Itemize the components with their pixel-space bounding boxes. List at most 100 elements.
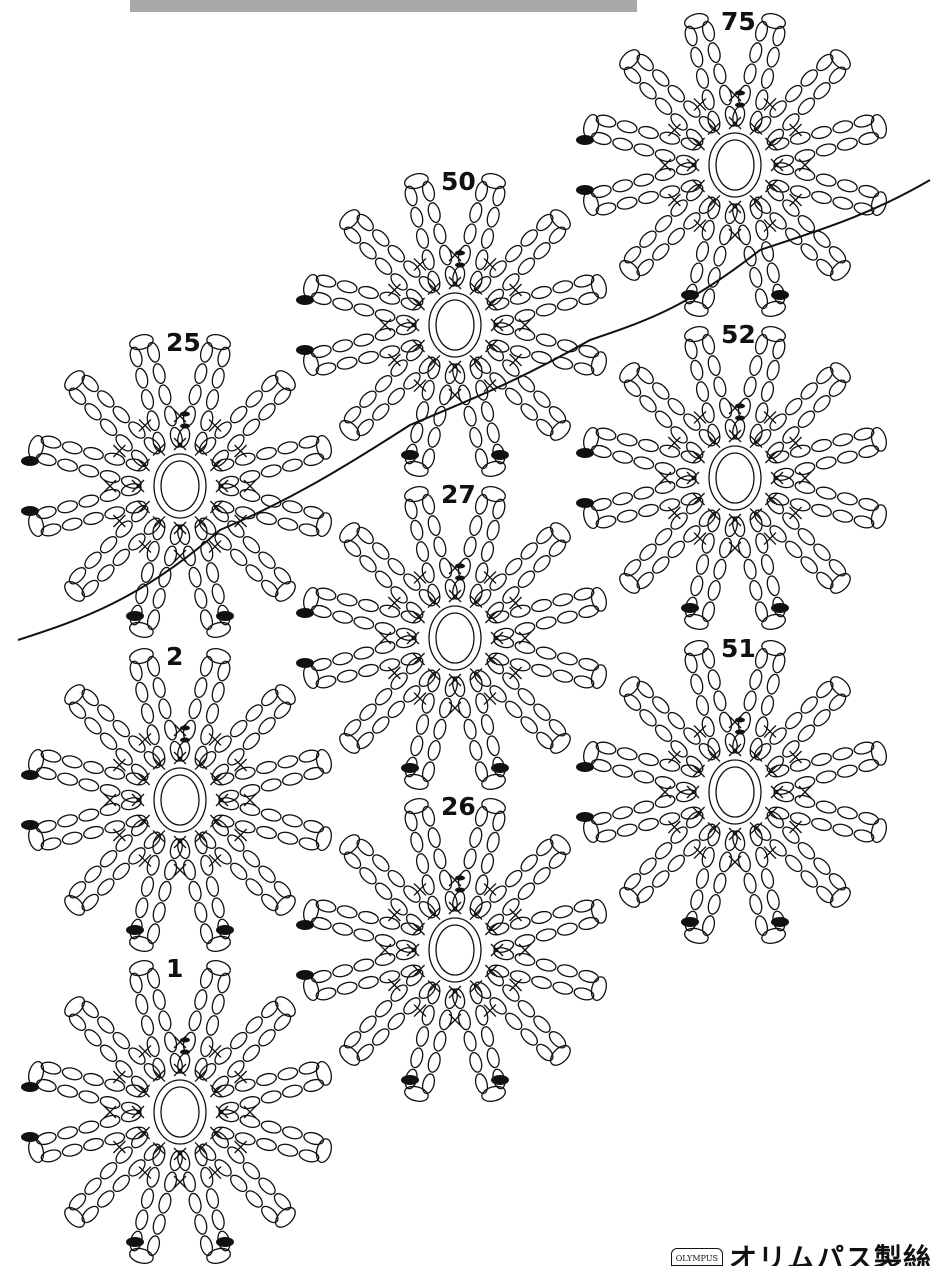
join-mark [491, 763, 509, 773]
join-mark [296, 295, 314, 305]
chain-stitch [169, 426, 183, 448]
petal-tip [619, 259, 641, 281]
chain-stitch [194, 901, 208, 923]
sc-stitch [509, 283, 523, 297]
chain-stitch [590, 444, 612, 459]
chain-stitch [654, 841, 673, 860]
chain-stitch [218, 789, 240, 803]
sc-stitch [469, 979, 483, 993]
petal-tip [315, 1138, 332, 1163]
chain-stitch [800, 243, 818, 261]
chain-stitch [782, 512, 800, 530]
chain-stitch [836, 450, 858, 464]
chain-stitch [303, 505, 325, 520]
chain-stitch [573, 675, 595, 689]
chain-stitch [258, 403, 276, 421]
chain-stitch [217, 346, 231, 368]
chain-stitch [469, 739, 483, 761]
chain-stitch [374, 882, 393, 901]
chain-stitch [535, 333, 557, 347]
petal-tip [339, 419, 361, 441]
sc-stitch [667, 123, 681, 137]
chain-stitch [415, 1026, 430, 1047]
chain-stitch [140, 703, 155, 724]
chain-stitch [701, 333, 716, 355]
chain-stitch [828, 246, 847, 264]
chain-stitch [99, 802, 121, 816]
chain-stitch [684, 338, 698, 360]
chain-stitch [652, 556, 670, 574]
top-gray-bar [130, 0, 637, 12]
sc-stitch [137, 1126, 151, 1140]
chain-stitch [473, 669, 492, 688]
sc-stitch [406, 943, 420, 957]
sc-stitch [686, 471, 700, 485]
chain-stitch [214, 533, 232, 551]
chain-stitch [128, 847, 146, 865]
chain-stitch [667, 227, 686, 246]
petal-tip [404, 1085, 429, 1102]
chain-stitch [531, 910, 552, 925]
sc-stitch [173, 1147, 187, 1161]
chain-stitch [261, 893, 279, 912]
chain-stitch [457, 697, 471, 719]
chain-stitch [112, 1031, 131, 1050]
sc-stitch [112, 1140, 126, 1154]
start-mark [455, 250, 465, 256]
chain-stitch [533, 555, 551, 573]
chain-stitch [130, 449, 149, 468]
chain-stitch [164, 545, 178, 567]
chain-stitch [214, 1159, 232, 1177]
chain-stitch [548, 1031, 567, 1049]
chain-stitch [211, 818, 230, 837]
chain-stitch [343, 719, 362, 737]
chain-stitch [520, 854, 538, 872]
cut-line [17, 179, 931, 641]
chain-stitch [701, 915, 716, 937]
motif: 1 [21, 954, 332, 1264]
chain-stitch [533, 1015, 551, 1033]
chain-stitch [68, 387, 87, 405]
chain-stitch [502, 984, 520, 1002]
chain-stitch [652, 870, 670, 888]
chain-stitch [836, 764, 858, 778]
chain-stitch [218, 1101, 240, 1115]
chain-stitch [713, 690, 727, 712]
sc-stitch [798, 471, 812, 485]
chain-stitch [853, 427, 875, 441]
chain-stitch [517, 687, 536, 706]
chain-stitch [548, 851, 567, 869]
chain-stitch [403, 885, 421, 903]
chain-stitch [463, 848, 477, 870]
chain-stitch [784, 854, 803, 873]
petal-tip [684, 13, 709, 30]
chain-stitch [548, 539, 567, 557]
petal-tip [619, 49, 641, 71]
chain-stitch [707, 579, 721, 601]
chain-stitch [493, 947, 515, 961]
chain-stitch [78, 1090, 100, 1104]
chain-stitch [556, 652, 578, 666]
sc-stitch [413, 257, 427, 271]
chain-stitch [675, 789, 697, 803]
chain-stitch [164, 719, 178, 741]
center-ring [428, 605, 482, 671]
join-mark [21, 770, 39, 780]
chain-stitch [152, 901, 166, 923]
petal-tip [481, 1085, 506, 1102]
chain-stitch [390, 359, 408, 377]
chain-stitch [130, 763, 149, 782]
chain-stitch [732, 830, 746, 852]
sc-stitch [173, 835, 187, 849]
chain-stitch [517, 257, 536, 276]
sc-stitch [387, 666, 401, 680]
chain-stitch [143, 1143, 162, 1162]
sc-stitch [448, 1013, 462, 1027]
chain-stitch [463, 536, 477, 558]
join-mark [681, 290, 699, 300]
chain-stitch [853, 829, 875, 843]
chain-stitch [724, 105, 738, 127]
chain-stitch [701, 601, 716, 623]
chain-stitch [815, 486, 837, 500]
chain-stitch [310, 657, 332, 672]
